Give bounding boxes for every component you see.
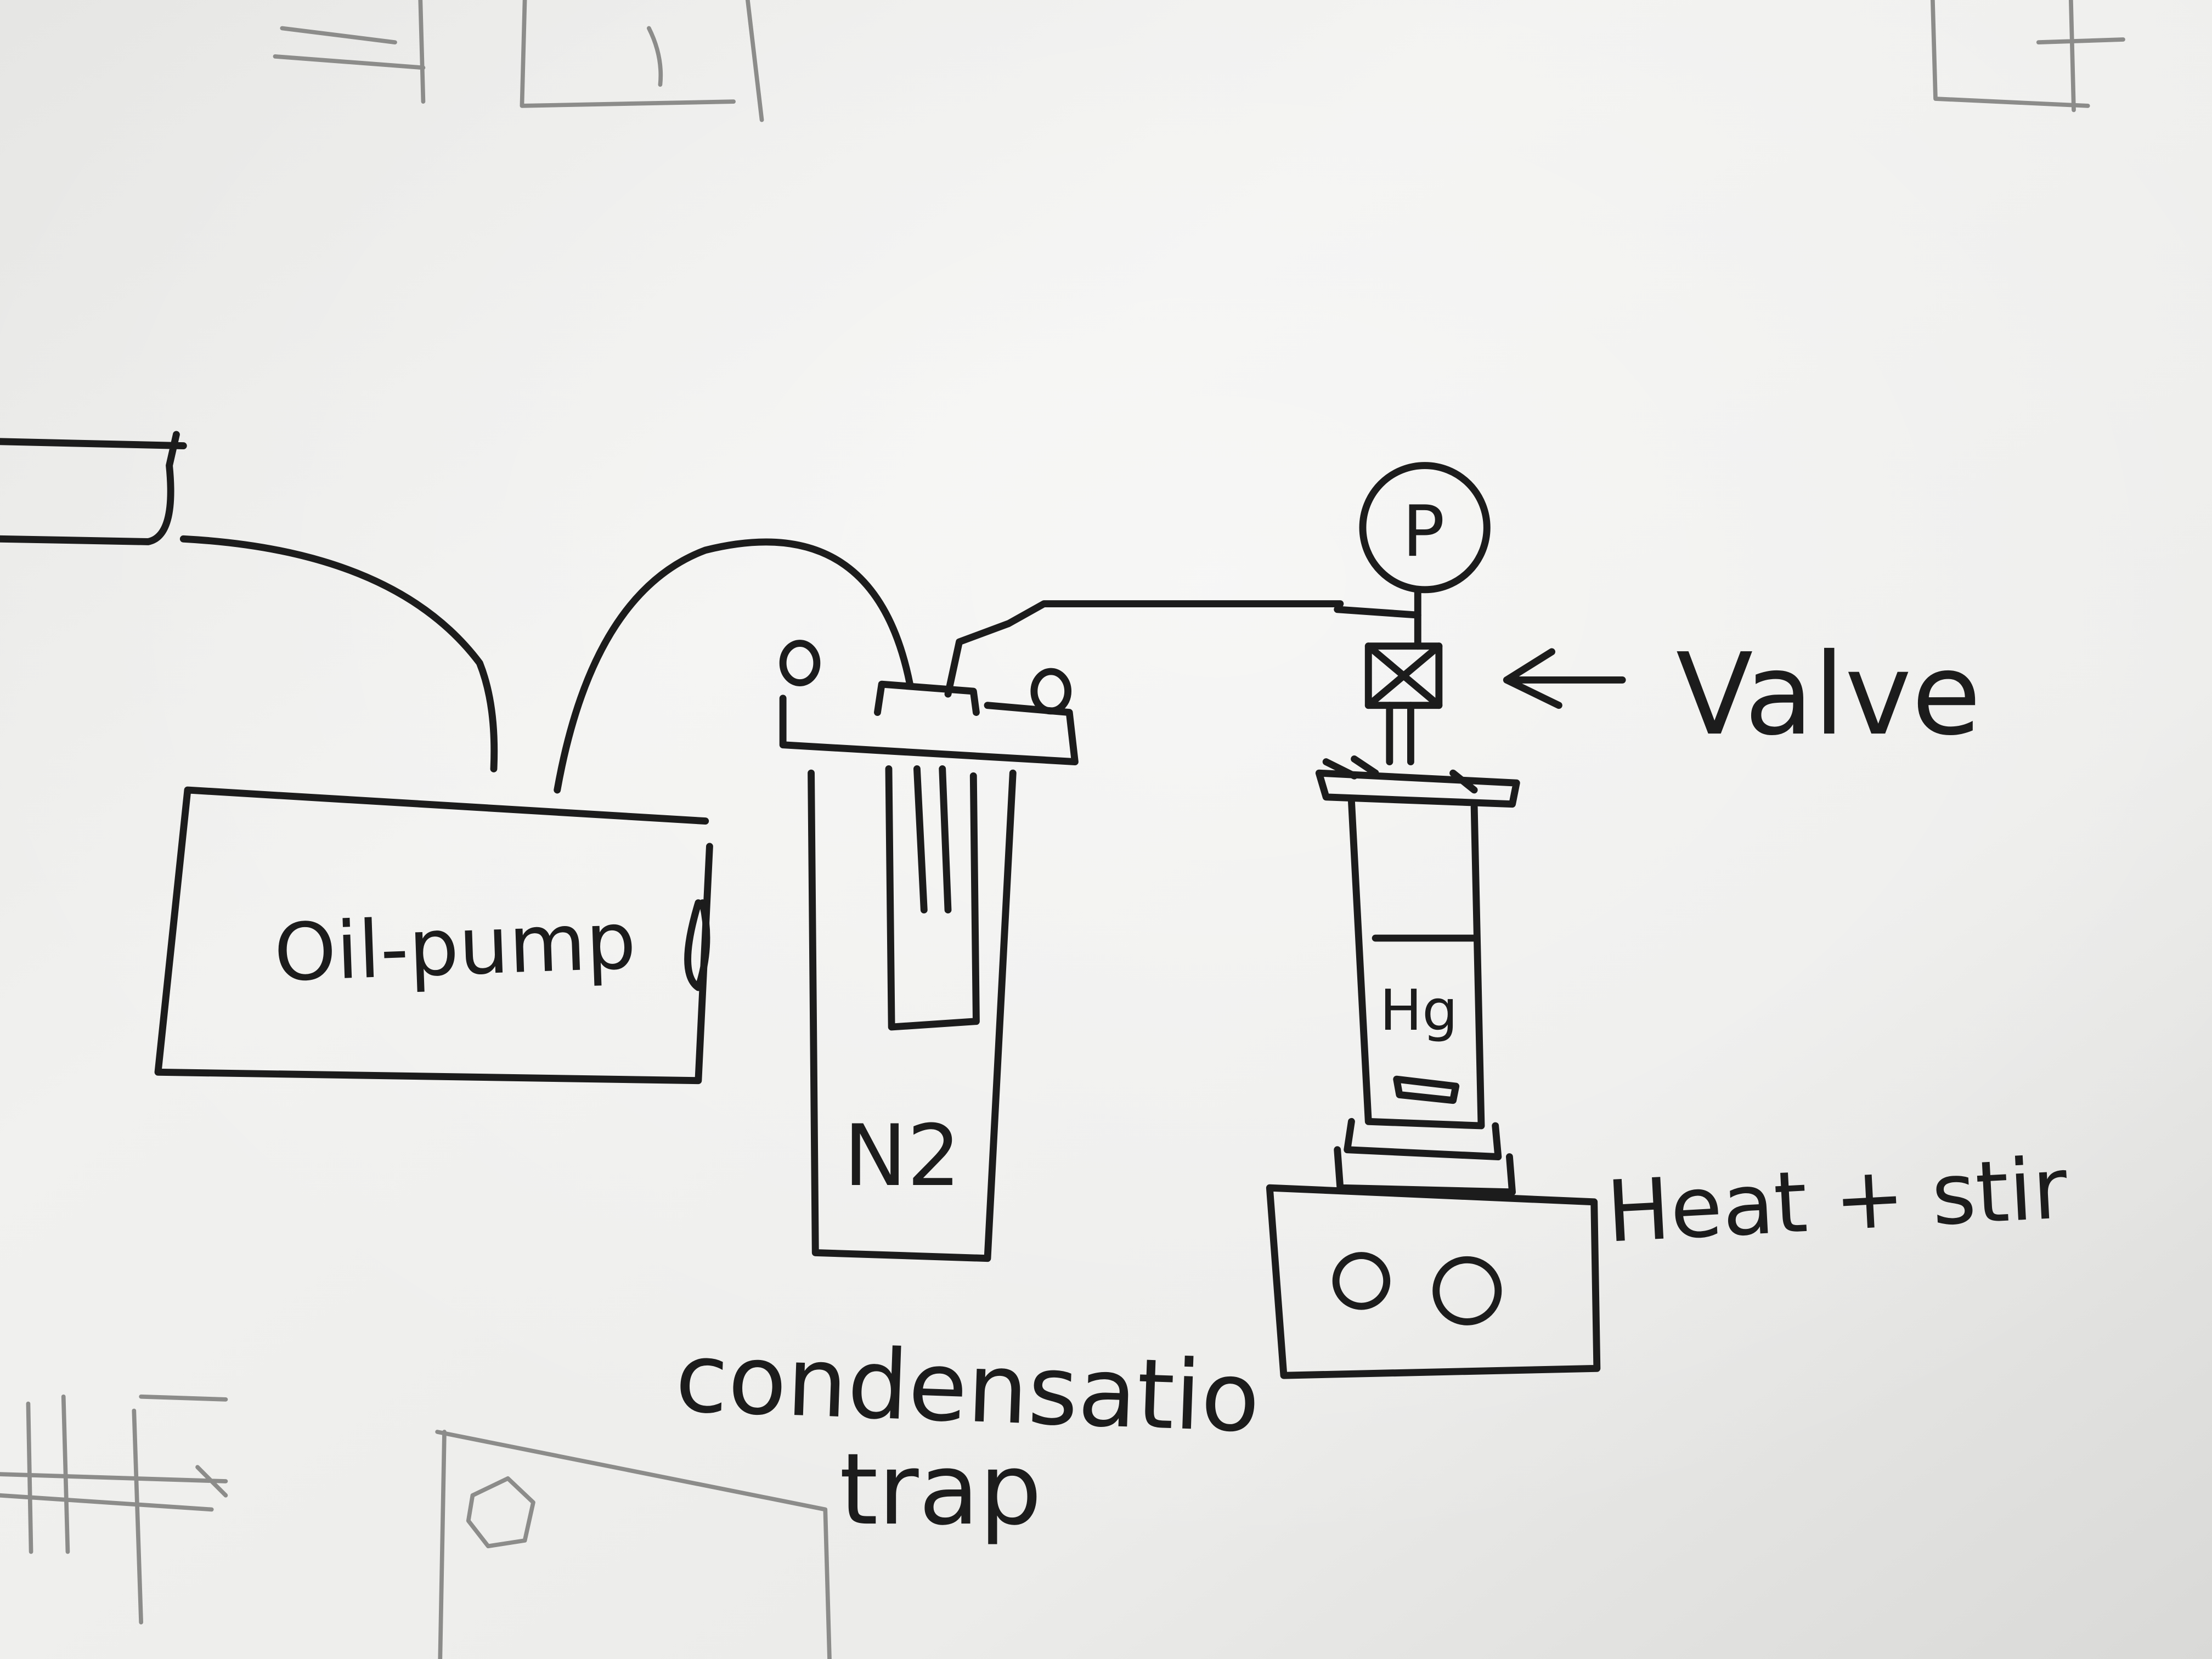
hot-plate xyxy=(1266,1184,1601,1379)
oil-pump-label: Oil-pump xyxy=(273,894,637,999)
oil-pump-hose-right xyxy=(554,538,913,794)
stir-bar xyxy=(1393,1075,1460,1104)
pressure-gauge-icon xyxy=(1359,462,1491,650)
trap-lid-right-knob xyxy=(1030,668,1071,715)
vessel-clamp-top xyxy=(1315,769,1520,808)
trap-inner-lines xyxy=(913,765,952,913)
trap-neck xyxy=(874,680,980,716)
reaction-vessel xyxy=(1315,755,1520,1196)
vessel-body xyxy=(1348,798,1485,1130)
valve-label: Valve xyxy=(1676,629,1981,760)
condensation-trap xyxy=(779,600,1421,1262)
vessel-base xyxy=(1334,1118,1516,1196)
hg-label: Hg xyxy=(1380,978,1458,1043)
heat-stir-label: Heat + stir xyxy=(1604,1139,2070,1262)
arrow-left-icon xyxy=(1503,648,1626,709)
ghost-sketches xyxy=(0,0,2125,1659)
n2-label: N2 xyxy=(844,1107,961,1205)
pressure-gauge-label: P xyxy=(1402,491,1445,573)
oil-pump xyxy=(0,431,913,1085)
vessel-clamp-ticks xyxy=(1322,755,1478,794)
stir-knob-icon xyxy=(1332,1252,1502,1325)
trap-line-to-gauge xyxy=(944,600,1421,698)
valve-icon xyxy=(1364,642,1443,765)
trap-dewar xyxy=(808,769,1017,1262)
trap-label: trap xyxy=(839,1432,1042,1547)
oil-pump-handle xyxy=(684,899,710,991)
trap-lid-left-knob xyxy=(779,640,821,686)
trap-inner-tube xyxy=(885,765,980,1031)
condensation-label: condensatio xyxy=(674,1323,1262,1454)
oil-pump-hose-left xyxy=(0,431,498,772)
